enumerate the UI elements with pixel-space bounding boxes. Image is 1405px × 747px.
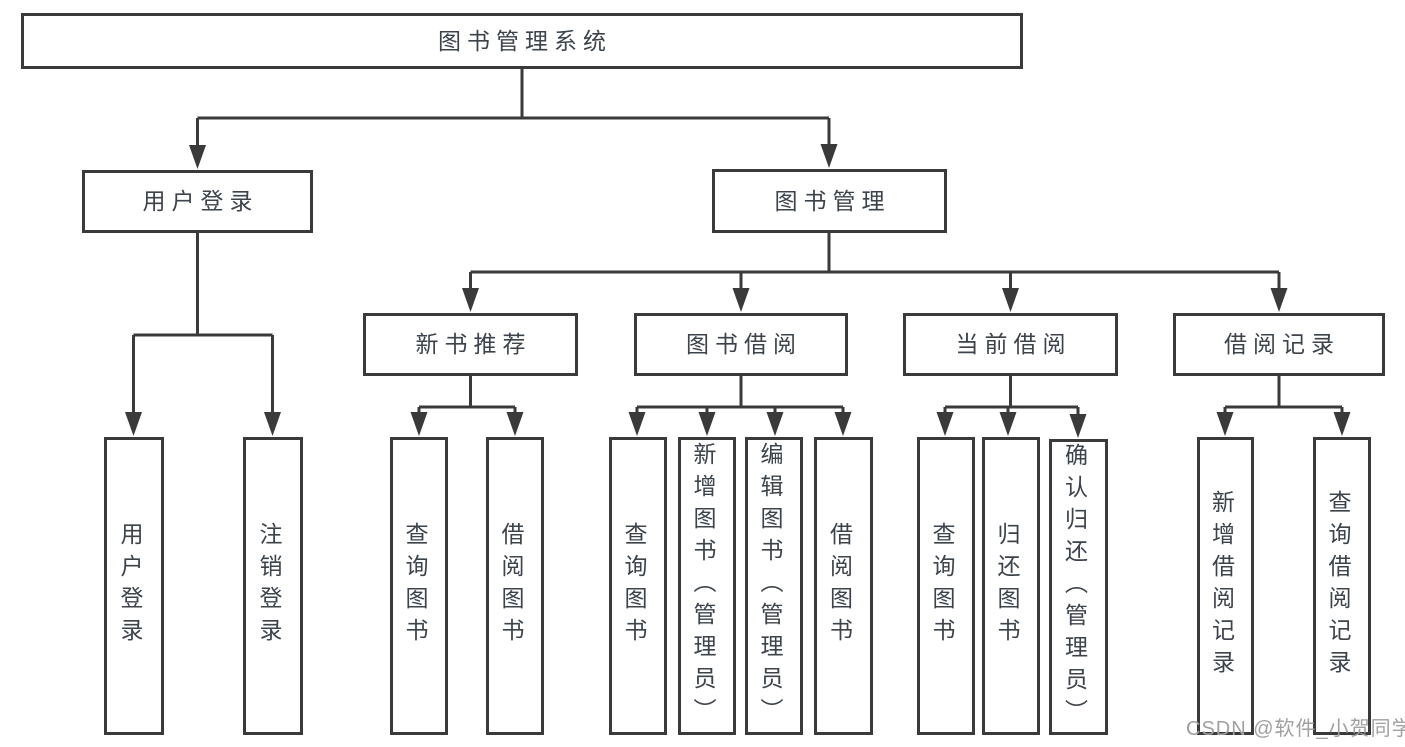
leaf-return-books-label: 归还图书 (994, 522, 1020, 650)
watermark-text: CSDN @软件_小贺同学 (1186, 718, 1405, 740)
leaf-query-borrow-record-label: 查询借阅记录 (1325, 490, 1351, 682)
leaf-borrow-books-recommend: 借阅图书 (486, 437, 544, 735)
connector-book-borrow-children (628, 376, 852, 436)
connector-user-login-children (125, 233, 281, 436)
leaf-logout-label: 注销登录 (256, 522, 282, 650)
node-book-management: 图书管理 (712, 169, 947, 233)
leaf-return-books: 归还图书 (982, 437, 1040, 735)
leaf-confirm-return-admin-label: 确认归还（管理员） (1061, 443, 1088, 731)
node-book-borrow-label: 图书借阅 (686, 331, 802, 357)
node-root-label: 图书管理系统 (438, 27, 612, 54)
leaf-borrow-books: 借阅图书 (814, 437, 873, 735)
leaf-add-books-admin-label: 新增图书（管理员） (690, 442, 716, 730)
node-current-borrow-label: 当前借阅 (955, 331, 1072, 357)
leaf-add-borrow-record-label: 新增借阅记录 (1208, 490, 1235, 682)
node-user-login-label: 用户登录 (142, 188, 259, 214)
node-user-login: 用户登录 (82, 170, 313, 233)
node-borrow-records: 借阅记录 (1173, 313, 1385, 376)
node-root-system: 图书管理系统 (21, 13, 1023, 69)
leaf-query-borrow-record: 查询借阅记录 (1313, 437, 1371, 735)
leaf-query-books-recommend-label: 查询图书 (402, 522, 428, 650)
node-new-book-recommend-label: 新书推荐 (415, 331, 532, 357)
leaf-confirm-return-admin: 确认归还（管理员） (1049, 439, 1108, 735)
leaf-query-books-current-label: 查询图书 (929, 522, 955, 650)
node-current-borrow: 当前借阅 (903, 313, 1118, 376)
leaf-query-books-recommend: 查询图书 (390, 437, 448, 735)
node-borrow-records-label: 借阅记录 (1224, 331, 1340, 357)
connector-book-management-children (462, 233, 1288, 312)
leaf-query-books-borrow-label: 查询图书 (621, 522, 647, 650)
connector-current-borrow-children (936, 376, 1087, 438)
leaf-query-books-borrow: 查询图书 (609, 437, 667, 735)
leaf-user-login: 用户登录 (104, 437, 164, 735)
leaf-query-books-current: 查询图书 (917, 437, 975, 735)
node-book-management-label: 图书管理 (774, 187, 891, 214)
connector-new-book-children (410, 376, 524, 436)
node-new-book-recommend: 新书推荐 (363, 313, 578, 376)
leaf-logout: 注销登录 (243, 437, 303, 735)
connector-root-to-level2 (189, 69, 838, 169)
node-book-borrow: 图书借阅 (634, 313, 848, 376)
leaf-user-login-label: 用户登录 (117, 522, 143, 650)
leaf-borrow-books-recommend-label: 借阅图书 (498, 522, 524, 650)
leaf-edit-books-admin: 编辑图书（管理员） (745, 437, 803, 735)
leaf-add-books-admin: 新增图书（管理员） (678, 437, 736, 735)
connector-borrow-records-children (1216, 376, 1351, 436)
leaf-edit-books-admin-label: 编辑图书（管理员） (757, 442, 783, 730)
leaf-add-borrow-record: 新增借阅记录 (1197, 437, 1254, 735)
leaf-borrow-books-label: 借阅图书 (826, 522, 853, 650)
